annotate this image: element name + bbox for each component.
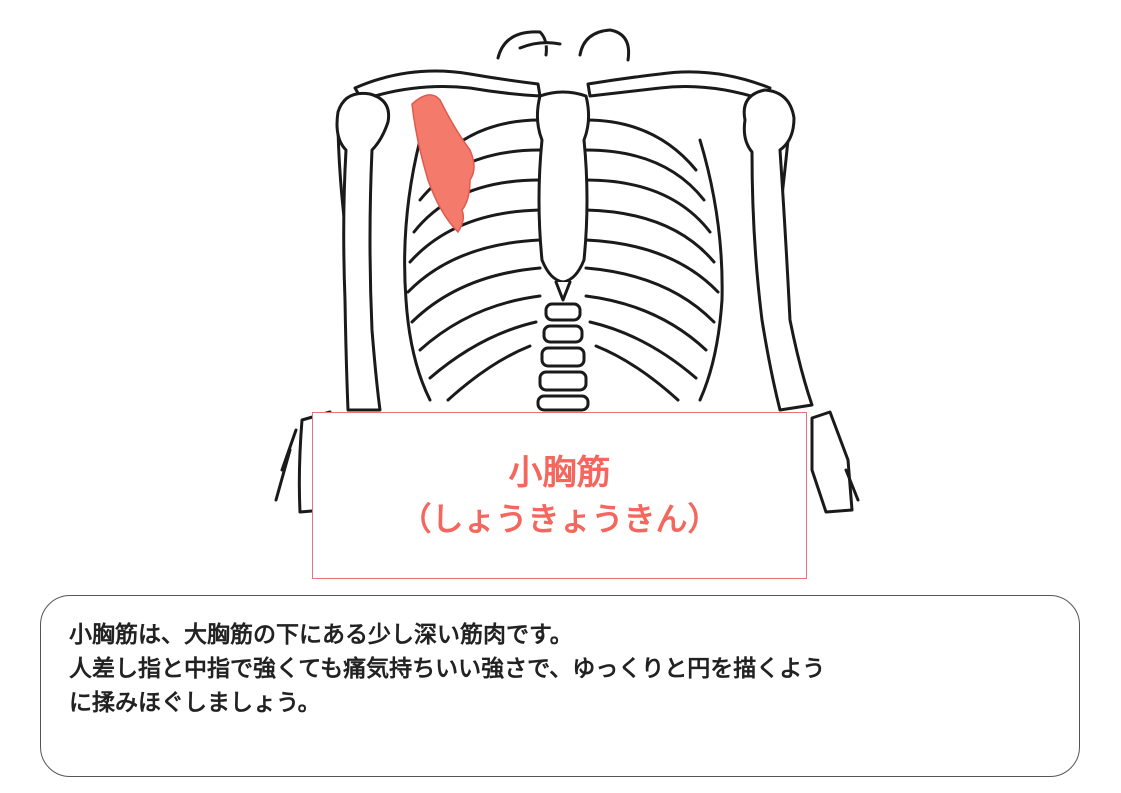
cervical-vertebrae (498, 30, 629, 60)
description-box: 小胸筋は、大胸筋の下にある少し深い筋肉です。 人差し指と中指で強くても痛気持ちい… (40, 595, 1080, 777)
sternum (537, 92, 588, 300)
muscle-reading: （しょうきょうきん） (399, 499, 719, 541)
description-line: 小胸筋は、大胸筋の下にある少し深い筋肉です。 (69, 618, 1051, 652)
thoracic-spine (538, 304, 588, 410)
muscle-name: 小胸筋 (509, 451, 611, 495)
description-line: 人差し指と中指で強くても痛気持ちいい強さで、ゆっくりと円を描くよう (69, 652, 1051, 686)
pectoralis-minor-highlight (412, 95, 474, 232)
title-box: 小胸筋 （しょうきょうきん） (312, 412, 807, 579)
description-line: に揉みほぐしましょう。 (69, 686, 1051, 720)
